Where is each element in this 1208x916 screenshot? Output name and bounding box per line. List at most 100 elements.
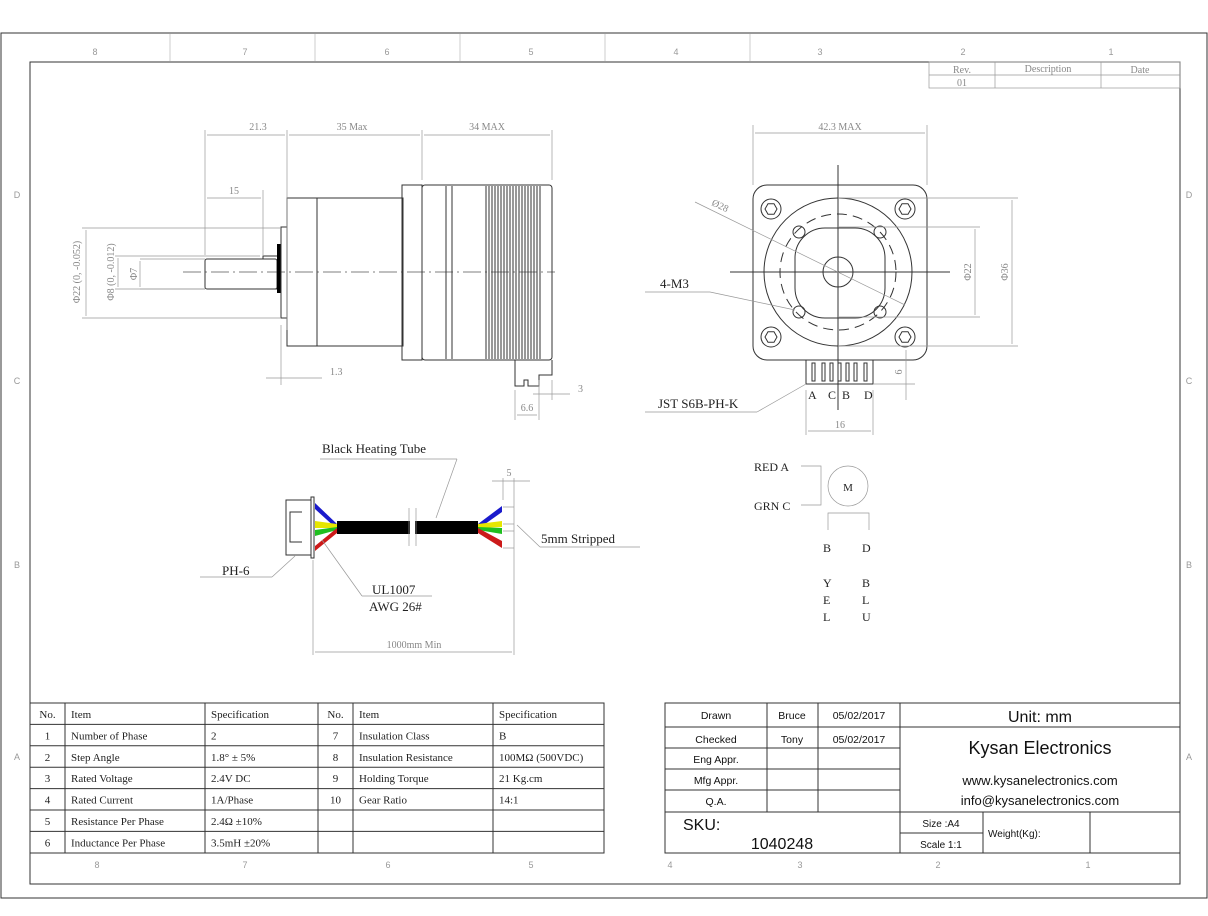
spec-cell: 3	[45, 773, 51, 785]
zone-top-label: 3	[817, 47, 822, 57]
mount-hole-icon	[760, 198, 782, 220]
spec-cell: 9	[333, 773, 339, 785]
dim-conn-width: 16	[835, 420, 845, 431]
grn-c-label: GRN C	[754, 499, 790, 513]
zone-top-label: 8	[92, 47, 97, 57]
spec-header: Item	[71, 709, 92, 721]
approval-cell: Eng Appr.	[693, 754, 739, 766]
red-a-label: RED A	[754, 460, 789, 474]
spec-cell: 2	[211, 730, 217, 742]
yel-3: L	[823, 610, 830, 624]
date-header: Date	[1131, 65, 1150, 76]
spec-header: Specification	[499, 709, 558, 721]
dim-motor: 34 MAX	[469, 122, 506, 133]
wiring-schematic: M RED A GRN C B D Y E L B L U	[754, 460, 871, 624]
spec-cell: 10	[330, 795, 342, 807]
approval-cell: Mfg Appr.	[694, 775, 738, 787]
zone-bottom-label: 3	[797, 860, 802, 870]
spec-cell: 1A/Phase	[211, 795, 253, 807]
unit-label: Unit: mm	[1008, 709, 1072, 726]
sku-value: 1040248	[751, 836, 813, 853]
spec-cell: 5	[45, 816, 51, 828]
zone-right-label: C	[1186, 376, 1193, 386]
mount-hole-icon	[760, 326, 782, 348]
dim-shaft-flat: 15	[229, 186, 239, 197]
tube-label: Black Heating Tube	[322, 441, 426, 456]
zone-bottom-label: 7	[242, 860, 247, 870]
m3-hole-icon	[873, 225, 887, 239]
pin-d: D	[864, 388, 873, 402]
spec-cell: 2	[45, 752, 51, 764]
dim-body: Φ36	[1000, 263, 1011, 280]
yel-2: E	[823, 593, 830, 607]
spec-cell: 8	[333, 752, 339, 764]
zone-left-label: C	[14, 376, 21, 386]
zone-top-label: 6	[384, 47, 389, 57]
dim-conn-w: 6.6	[521, 403, 534, 414]
rev-value: 01	[957, 78, 967, 89]
approval-cell: Checked	[695, 734, 737, 746]
yel-1: Y	[823, 576, 832, 590]
wire-red	[478, 528, 502, 548]
holes-label: 4-M3	[660, 276, 689, 291]
dim-shaft-dia: Φ8 (0, -0.012)	[106, 243, 117, 300]
heat-tube	[337, 521, 410, 534]
dim-gearbox: 35 Max	[337, 122, 368, 133]
outer-frame	[0, 32, 1208, 899]
zone-bottom-label: 1	[1085, 860, 1090, 870]
spec-cell: Step Angle	[71, 752, 120, 764]
dim-pilot: Φ22	[963, 263, 974, 280]
zone-right-label: A	[1186, 752, 1192, 762]
blu-2: L	[862, 593, 869, 607]
zone-bottom-label: 6	[385, 860, 390, 870]
company-website[interactable]: www.kysanelectronics.com	[961, 773, 1117, 788]
revision-table: Rev. Description Date 01	[928, 61, 1181, 89]
dim-width: 42.3 MAX	[818, 122, 862, 133]
spec-cell: 1	[45, 730, 51, 742]
spec-cell: 2.4V DC	[211, 773, 251, 785]
pin-c: C	[828, 388, 836, 402]
mount-hole-icon	[894, 198, 916, 220]
cable-length: 1000mm Min	[387, 640, 442, 651]
approval-cell: Q.A.	[705, 796, 726, 808]
approval-cell: 05/02/2017	[833, 734, 886, 746]
zone-top-label: 4	[673, 47, 678, 57]
blu-1: B	[862, 576, 870, 590]
spec-header: Item	[359, 709, 380, 721]
motor-symbol: M	[843, 482, 853, 494]
sheet-size: Size :A4	[922, 819, 960, 830]
spec-cell: 21 Kg.cm	[499, 773, 543, 785]
spec-cell: Gear Ratio	[359, 795, 407, 807]
spec-header: No.	[327, 709, 343, 721]
spec-cell: Rated Current	[71, 795, 133, 807]
b-label: B	[823, 541, 831, 555]
title-block: Unit: mm Kysan Electronics www.kysanelec…	[664, 702, 1181, 854]
spec-cell: 4	[45, 795, 51, 807]
m3-hole-icon	[792, 305, 806, 319]
spec-cell: 14:1	[499, 795, 519, 807]
spec-cell: Insulation Class	[359, 730, 430, 742]
approval-cell: Tony	[781, 734, 804, 746]
mount-hole-icon	[894, 326, 916, 348]
spec-cell: Holding Torque	[359, 773, 429, 785]
dim-conn-h: 3	[578, 384, 583, 395]
rev-header: Rev.	[953, 65, 971, 76]
spec-cell: B	[499, 730, 506, 742]
zone-left-label: A	[14, 752, 20, 762]
company-email[interactable]: info@kysanelectronics.com	[961, 793, 1119, 808]
zone-bottom-label: 5	[528, 860, 533, 870]
weight-label: Weight(Kg):	[988, 829, 1041, 840]
sku-label: SKU:	[683, 817, 720, 834]
dim-flat-dia: Φ7	[129, 268, 140, 280]
pin-a: A	[808, 388, 817, 402]
wire-red	[315, 528, 337, 551]
side-view: 21.3 35 Max 34 MAX 15 Φ22 (0, -0.052) Φ8…	[72, 122, 583, 420]
m3-hole-icon	[873, 305, 887, 319]
zone-top-label: 5	[528, 47, 533, 57]
dim-conn-offset: 6	[894, 370, 905, 375]
spec-cell: Rated Voltage	[71, 773, 133, 785]
approval-cell: 05/02/2017	[833, 710, 886, 722]
wire-yellow	[315, 521, 337, 528]
spec-cell: Inductance Per Phase	[71, 837, 165, 849]
